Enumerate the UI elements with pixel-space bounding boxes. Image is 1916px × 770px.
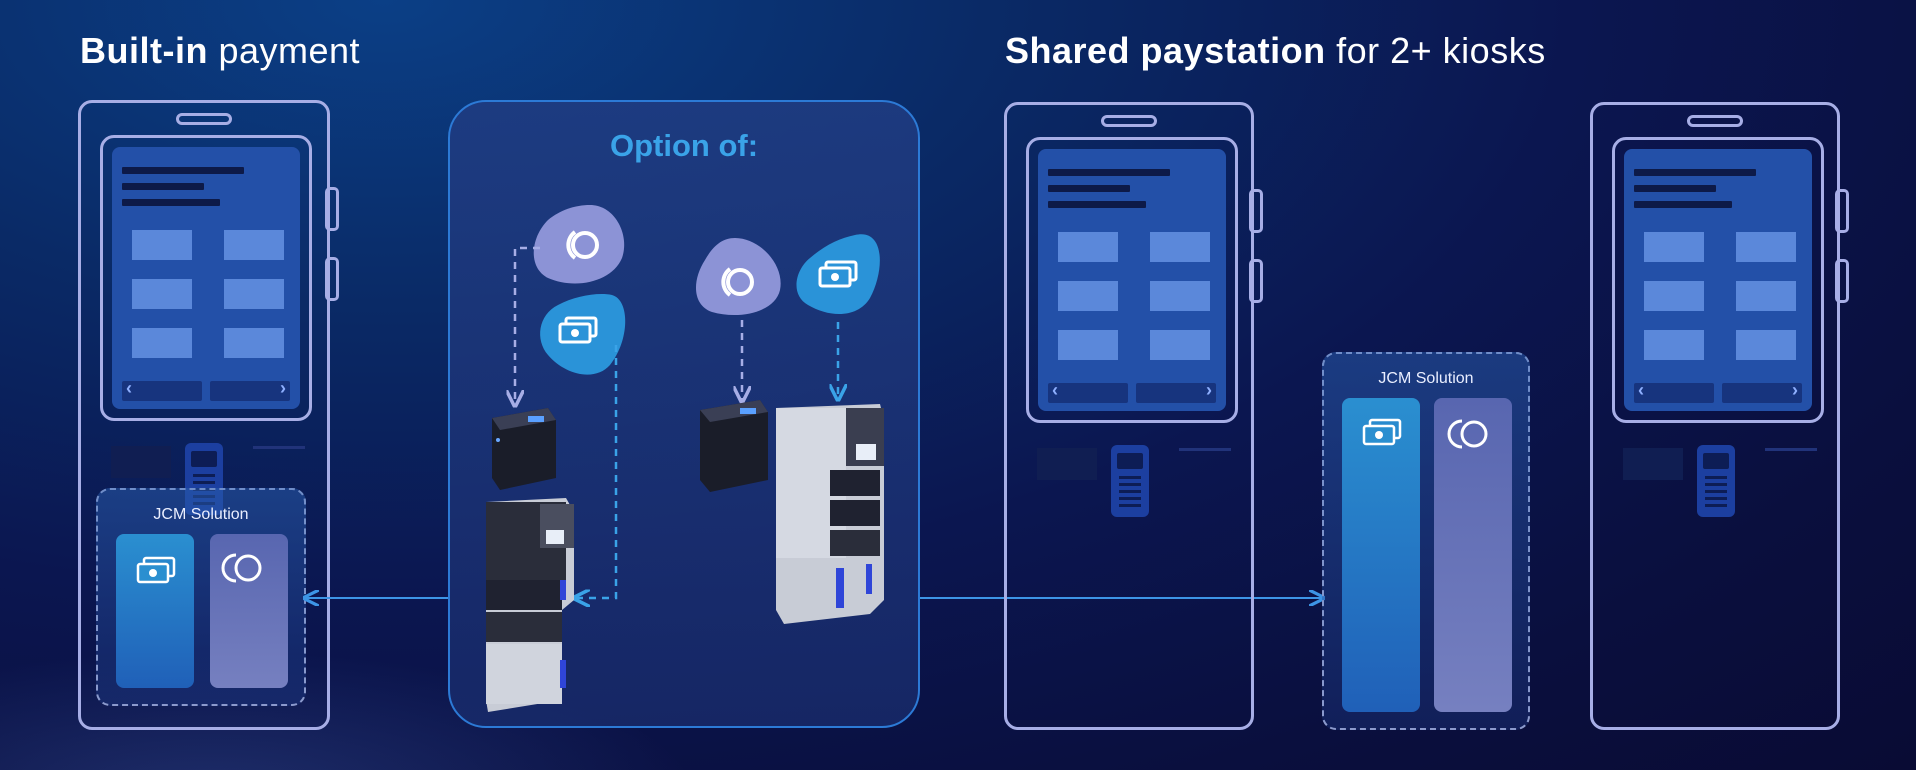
heading-builtin-bold: Built-in xyxy=(80,30,208,71)
screen-display: ‹ › xyxy=(112,147,300,409)
screen-tile xyxy=(132,279,192,309)
kiosk-builtin: ‹ › xyxy=(78,100,339,730)
coin-column xyxy=(210,534,288,688)
heading-shared-paystation: Shared paystation for 2+ kiosks xyxy=(1005,30,1546,72)
screen-tile xyxy=(132,328,192,358)
screen-display: ‹ › xyxy=(1038,149,1226,411)
screen-tile xyxy=(1644,232,1704,262)
bill-path-connector xyxy=(576,345,618,598)
kiosk-screen: ‹ › xyxy=(1612,137,1824,423)
receipt-slot xyxy=(253,446,305,449)
screen-tile xyxy=(1058,330,1118,360)
text-line xyxy=(122,199,220,206)
coin-blob-icon xyxy=(695,238,781,316)
jcm-left-icons xyxy=(136,553,262,584)
heading-builtin-payment: Built-in payment xyxy=(80,30,360,72)
bill-recycler-device xyxy=(486,498,574,712)
jcm-title: JCM Solution xyxy=(153,506,249,523)
jcm-solution-builtin: JCM Solution xyxy=(96,488,306,706)
screen-tile xyxy=(1736,232,1796,262)
option-title: Option of: xyxy=(609,128,759,163)
coin-blob-icon xyxy=(533,205,625,284)
kiosk-shared-1: ‹ › xyxy=(1004,102,1263,730)
banknote-column xyxy=(116,534,194,688)
bill-recycler-device xyxy=(776,404,884,624)
banknote-icon xyxy=(136,556,176,584)
card-terminal-icon xyxy=(1697,445,1735,517)
arrow-right-icon: › xyxy=(1206,380,1212,400)
heading-shared-light: for 2+ kiosks xyxy=(1336,30,1546,71)
screen-tile xyxy=(224,230,284,260)
coin-validator-device xyxy=(492,408,556,490)
screen-display: ‹ › xyxy=(1624,149,1812,411)
arrow-left-icon: ‹ xyxy=(126,378,132,398)
text-line xyxy=(1634,201,1732,208)
screen-tile xyxy=(1058,281,1118,311)
nav-back-button: ‹ xyxy=(122,378,202,401)
side-button xyxy=(1249,189,1263,233)
text-line xyxy=(1048,201,1146,208)
coin-icon xyxy=(221,553,262,583)
screen-tile xyxy=(1736,281,1796,311)
screen-tile xyxy=(224,279,284,309)
kiosk-slot xyxy=(1687,115,1743,127)
card-slot xyxy=(1623,448,1683,480)
side-button xyxy=(1249,259,1263,303)
jcm-title: JCM Solution xyxy=(1378,370,1474,387)
text-line xyxy=(1634,169,1756,176)
nav-forward-button: › xyxy=(210,378,290,401)
screen-tile xyxy=(1150,232,1210,262)
kiosk-shared-2: ‹ › xyxy=(1590,102,1849,730)
receipt-slot xyxy=(1765,448,1817,451)
arrow-left-icon: ‹ xyxy=(1052,380,1058,400)
card-terminal-icon xyxy=(1111,445,1149,517)
text-line xyxy=(1048,169,1170,176)
coin-column xyxy=(1434,398,1512,712)
banknote-column xyxy=(1342,398,1420,712)
coin-path-connector xyxy=(515,246,540,404)
heading-shared-bold: Shared paystation xyxy=(1005,30,1326,71)
banknote-blob-icon xyxy=(796,234,880,315)
screen-tile xyxy=(1736,330,1796,360)
screen-tile xyxy=(224,328,284,358)
coin-validator-device xyxy=(700,400,768,492)
coin-icon xyxy=(1447,419,1488,449)
side-button xyxy=(1835,189,1849,233)
arrow-right-icon: › xyxy=(280,378,286,398)
jcm-solution-shared: JCM Solution xyxy=(1322,352,1530,730)
side-button xyxy=(325,257,339,301)
screen-tile xyxy=(1644,330,1704,360)
screen-tile xyxy=(1644,281,1704,311)
kiosk-slot xyxy=(176,113,232,125)
kiosk-slot xyxy=(1101,115,1157,127)
kiosk-screen: ‹ › xyxy=(100,135,312,421)
text-line xyxy=(122,183,204,190)
screen-tile xyxy=(1150,330,1210,360)
nav-back-button: ‹ xyxy=(1048,380,1128,403)
side-button xyxy=(1835,259,1849,303)
kiosk-screen: ‹ › xyxy=(1026,137,1238,423)
arrow-right-icon: › xyxy=(1792,380,1798,400)
nav-back-button: ‹ xyxy=(1634,380,1714,403)
side-button xyxy=(325,187,339,231)
card-slot xyxy=(1037,448,1097,480)
nav-forward-button: › xyxy=(1722,380,1802,403)
screen-tile xyxy=(132,230,192,260)
text-line xyxy=(122,167,244,174)
receipt-slot xyxy=(1179,448,1231,451)
screen-tile xyxy=(1150,281,1210,311)
text-line xyxy=(1634,185,1716,192)
card-slot xyxy=(111,446,171,478)
jcm-right-icons xyxy=(1362,418,1488,449)
screen-tile xyxy=(1058,232,1118,262)
nav-forward-button: › xyxy=(1136,380,1216,403)
banknote-icon xyxy=(1362,418,1402,446)
heading-builtin-light: payment xyxy=(218,30,361,71)
text-line xyxy=(1048,185,1130,192)
banknote-blob-icon xyxy=(540,294,626,375)
arrow-left-icon: ‹ xyxy=(1638,380,1644,400)
